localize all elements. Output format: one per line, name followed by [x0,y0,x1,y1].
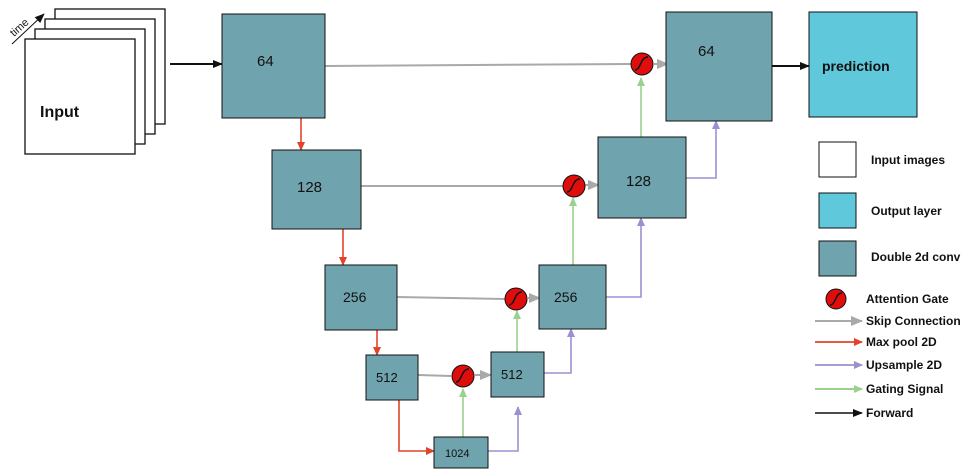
legend-gating-signal: Gating Signal [815,382,943,396]
encoder-block-512-label: 512 [376,370,398,385]
decoder-block-256-label: 256 [554,289,578,305]
input-frame-1 [24,38,136,155]
decoder-block-256: 256 [538,264,607,330]
time-label: time [8,16,31,39]
legend-double-conv: Double 2d conv [818,240,961,277]
legend-skip-connection-label: Skip Connection [866,314,961,328]
legend-forward: Forward [815,406,913,420]
encoder-block-256: 256 [324,264,398,331]
attention-gate-icon-128 [562,174,586,198]
skip-connection-512 [417,374,452,377]
upsample-arrow-1024-512 [488,406,522,452]
bottleneck-block-1024-label: 1024 [445,448,469,460]
legend-output-layer: Output layer [818,192,942,229]
legend: Input images Output layer Double 2d conv… [815,141,961,420]
input-image-stack: Input time [8,8,166,155]
attention-gate-icon-256 [504,287,528,311]
decoder-block-64-label: 64 [698,43,715,60]
decoder-block-512-label: 512 [501,367,523,382]
encoder-block-512: 512 [365,354,419,401]
input-label: Input [40,104,80,121]
maxpool-arrow-512-1024 [398,400,435,455]
skip-connection-256 [396,296,506,300]
decoder-block-128: 128 [597,136,687,219]
upsample-arrow-128-64 [686,120,720,179]
legend-input-images-label: Input images [871,153,945,167]
skip-connection-64 [324,63,632,67]
time-arrow [11,13,45,45]
legend-output-layer-label: Output layer [871,204,942,218]
legend-upsample: Upsample 2D [815,358,942,372]
legend-forward-label: Forward [866,406,913,420]
decoder-block-512: 512 [490,351,545,398]
attention-gate-icon-512 [451,364,475,388]
bottleneck-block-1024: 1024 [433,436,489,469]
legend-skip-connection: Skip Connection [815,314,961,328]
output-block-prediction: prediction [808,11,918,118]
encoder-block-64-label: 64 [257,53,274,70]
encoder-block-128-label: 128 [297,179,322,196]
legend-upsample-label: Upsample 2D [866,358,942,372]
encoder-block-256-label: 256 [343,289,367,305]
encoder-block-64: 64 [221,13,326,119]
encoder-block-128: 128 [271,149,362,230]
decoder-block-128-label: 128 [626,173,651,190]
decoder-block-64: 64 [665,11,773,122]
attention-gate-icon-64 [630,52,654,76]
legend-attention-gate: Attention Gate [825,288,949,310]
legend-attention-gate-label: Attention Gate [866,292,949,306]
legend-double-conv-label: Double 2d conv [871,250,961,264]
upsample-arrow-256-128 [606,217,645,298]
legend-max-pool: Max pool 2D [815,335,937,349]
legend-max-pool-label: Max pool 2D [866,335,937,349]
legend-input-images: Input images [818,141,945,178]
output-block-label: prediction [822,58,890,74]
legend-gating-signal-label: Gating Signal [866,382,943,396]
upsample-arrow-512-256 [544,328,575,374]
